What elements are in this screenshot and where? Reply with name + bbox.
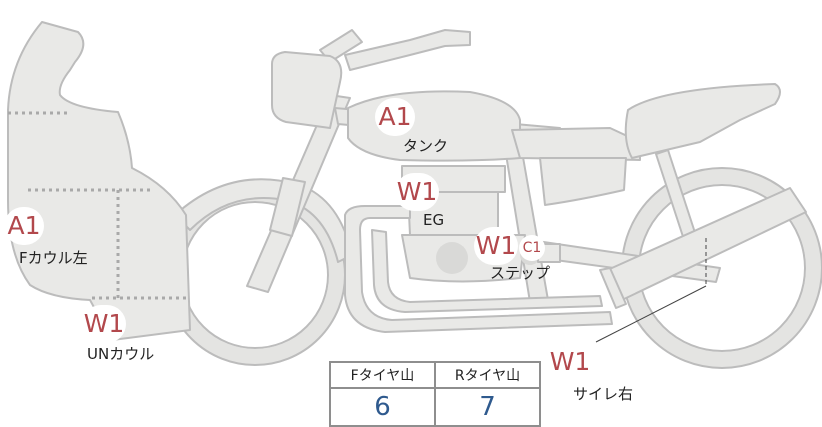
front-tire-value: 6 [329, 387, 436, 427]
muffler-label: サイレ右 [573, 385, 634, 403]
front-cowl-label: Fカウル左 [19, 249, 88, 267]
muffler-damage-badge: W1 [548, 343, 592, 381]
step-damage-badge: W1 [474, 227, 518, 265]
engine-label: EG [423, 211, 445, 229]
under-cowl-label: UNカウル [87, 345, 155, 363]
step-label: ステップ [490, 264, 551, 282]
under-cowl-damage-badge: W1 [82, 305, 126, 343]
rear-tire-header: Rタイヤ山 [434, 361, 541, 389]
tank-damage-badge: A1 [375, 98, 415, 136]
step-sub-badge: C1 [519, 235, 545, 261]
front-tire-header: Fタイヤ山 [329, 361, 436, 389]
rear-tire-value: 7 [434, 387, 541, 427]
tank-label: タンク [403, 137, 449, 155]
front-cowl-damage-badge: A1 [4, 207, 44, 245]
engine-damage-badge: W1 [395, 173, 439, 211]
tire-tread-table: Fタイヤ山 Rタイヤ山 6 7 [329, 361, 541, 427]
